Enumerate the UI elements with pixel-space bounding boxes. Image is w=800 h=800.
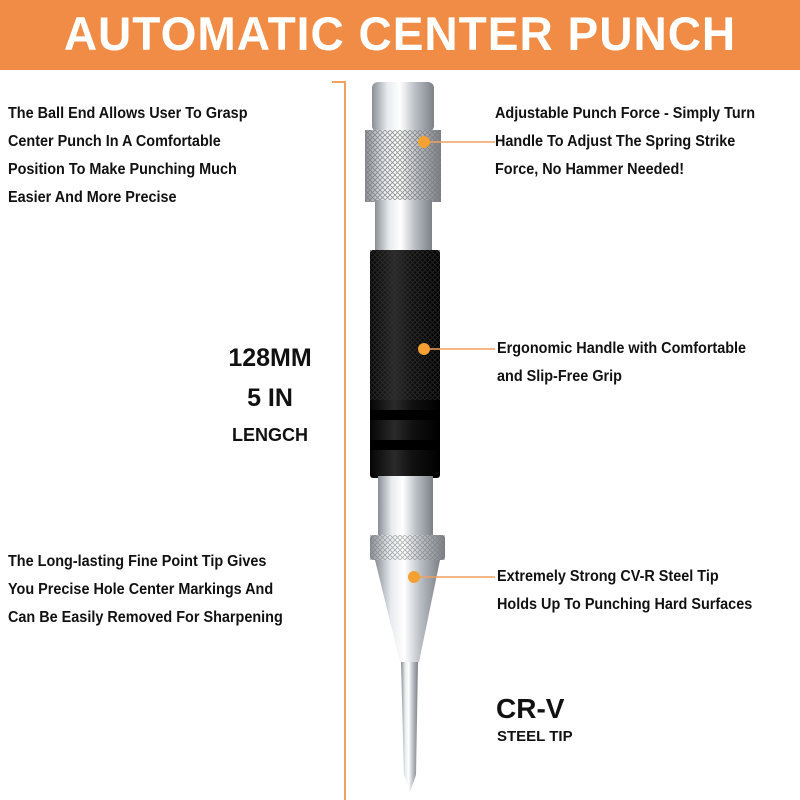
callout-dot-icon (418, 343, 430, 355)
callout-steel-tip: Extremely Strong CV-R Steel Tip Holds Up… (497, 563, 752, 619)
title-banner: AUTOMATIC CENTER PUNCH (0, 0, 800, 70)
callout-fine-tip: The Long-lasting Fine Point Tip Gives Yo… (8, 548, 283, 632)
punch-steel-tip (401, 662, 418, 792)
callout-line: Center Punch In A Comfortable (8, 133, 221, 150)
callout-line: Extremely Strong CV-R Steel Tip (497, 568, 719, 585)
callout-line: Handle To Adjust The Spring Strike (495, 133, 736, 150)
punch-cone (375, 560, 440, 662)
callout-line: You Precise Hole Center Markings And (8, 581, 274, 598)
callout-dot-icon (418, 136, 430, 148)
callout-line: The Ball End Allows User To Grasp (8, 105, 248, 122)
length-inches: 5 IN (247, 384, 293, 412)
length-dimension-line (344, 82, 346, 800)
callout-line: Easier And More Precise (8, 189, 177, 206)
callout-line: The Long-lasting Fine Point Tip Gives (8, 553, 267, 570)
callout-line: Ergonomic Handle with Comfortable (497, 340, 747, 357)
callout-line: and Slip-Free Grip (497, 368, 622, 385)
length-dimension-tick (332, 81, 346, 83)
callout-line: Adjustable Punch Force - Simply Turn (495, 105, 756, 122)
callout-line: Holds Up To Punching Hard Surfaces (497, 596, 753, 613)
punch-cap (372, 82, 434, 132)
length-label: LENGCH (232, 425, 308, 445)
callout-line: Can Be Easily Removed For Sharpening (8, 609, 283, 626)
callout-line: Position To Make Punching Much (8, 161, 237, 178)
callout-ball-end: The Ball End Allows User To Grasp Center… (8, 100, 248, 212)
callout-line: Force, No Hammer Needed! (495, 161, 685, 178)
material-name: CR-V (496, 693, 565, 724)
length-mm: 128MM (228, 344, 312, 372)
material-label: STEEL TIP (497, 728, 573, 745)
callout-dot-icon (408, 571, 420, 583)
callout-adjustable-force: Adjustable Punch Force - Simply Turn Han… (495, 100, 755, 184)
callout-ergonomic-handle: Ergonomic Handle with Comfortable and Sl… (497, 335, 746, 391)
page-title: AUTOMATIC CENTER PUNCH (63, 7, 737, 60)
